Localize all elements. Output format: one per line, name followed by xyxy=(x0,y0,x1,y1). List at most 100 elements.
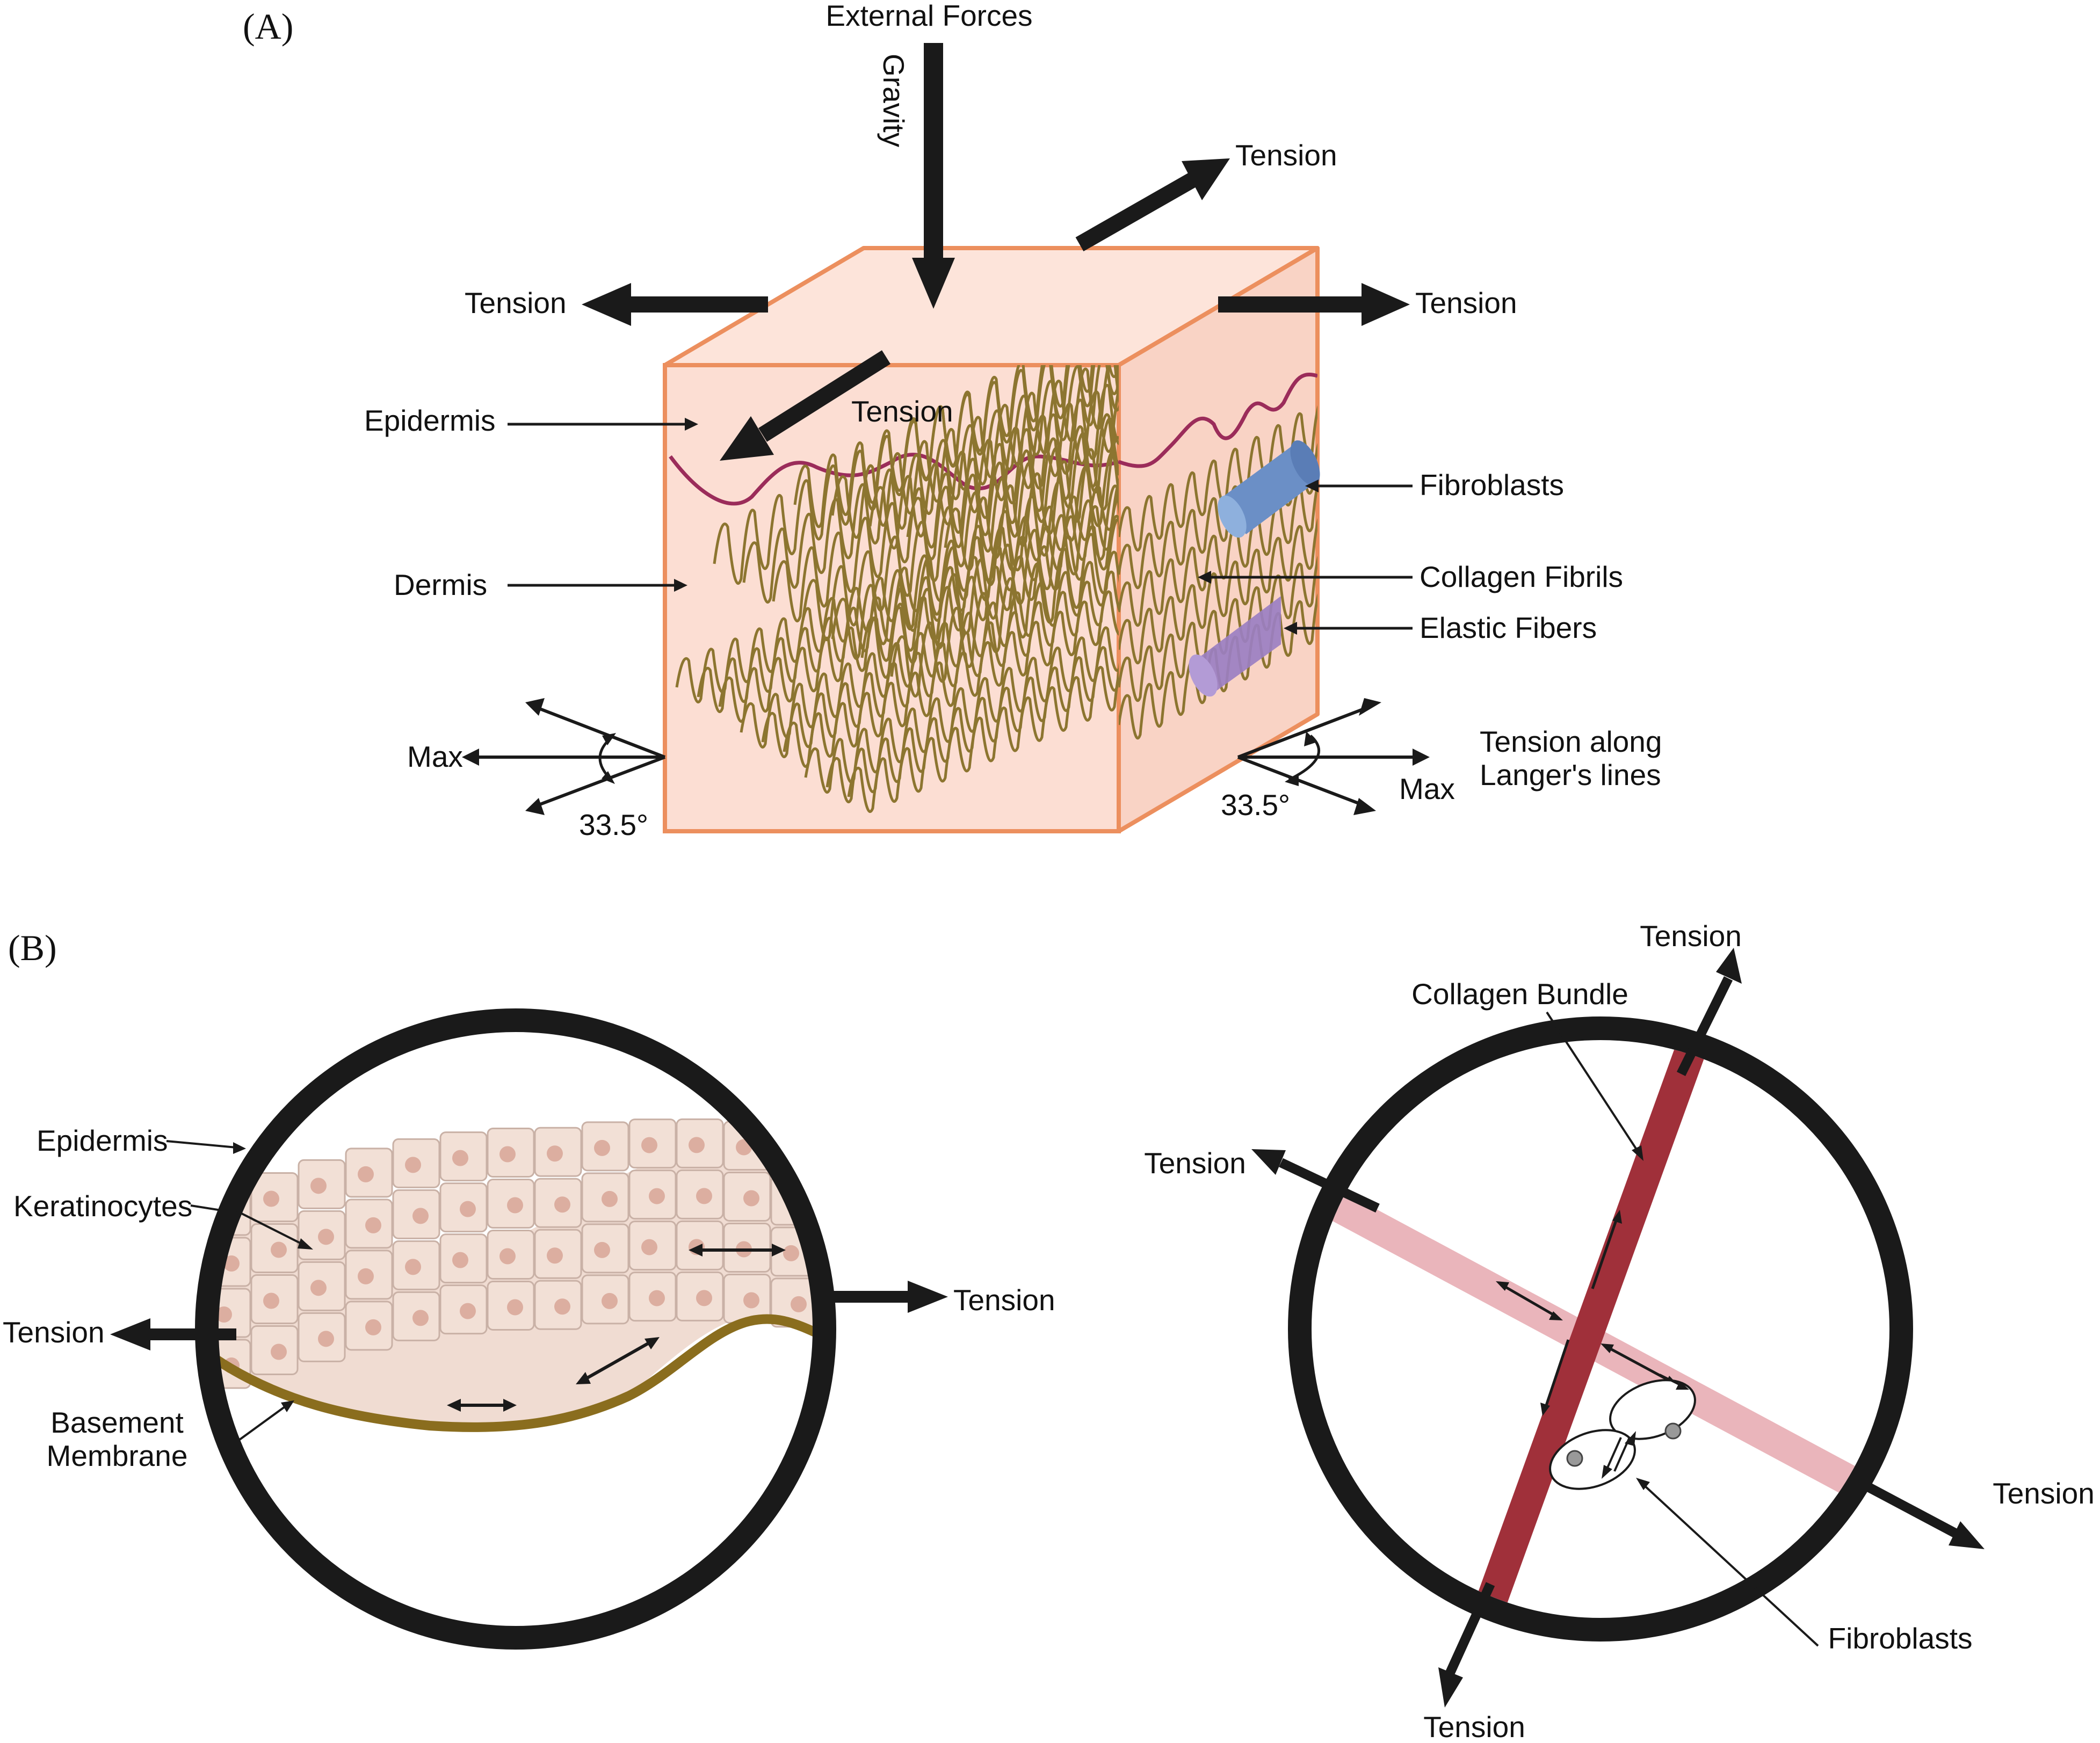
keratinocyte-nucleus xyxy=(310,1280,327,1296)
elastic-fibers-label: Elastic Fibers xyxy=(1420,611,1597,644)
panel-a-label: (A) xyxy=(243,6,293,47)
collagen-fibril xyxy=(831,365,1119,539)
collagen-bundle-dark xyxy=(1459,1040,1720,1618)
keratinocyte-nucleus xyxy=(223,1255,240,1272)
keratinocyte-nucleus xyxy=(318,1331,334,1347)
keratinocyte-nucleus xyxy=(412,1208,429,1224)
keratinocyte-nucleus xyxy=(602,1190,618,1207)
max-right-label: Max xyxy=(1399,772,1455,805)
tension-arrow-top-right-head xyxy=(1182,158,1230,200)
fibroblast-cells xyxy=(1549,1374,1696,1490)
dermis-tension-bottom-label: Tension xyxy=(1423,1710,1525,1743)
epidermis-label: Epidermis xyxy=(364,404,496,437)
langer-arrows-right xyxy=(1237,698,1430,815)
keratinocyte-nucleus xyxy=(318,1229,334,1245)
keratinocyte-nucleus xyxy=(263,1292,279,1309)
dermis-tension-left-label: Tension xyxy=(1144,1146,1246,1180)
keratinocyte-nucleus xyxy=(365,1217,381,1233)
keratinocyte-nucleus xyxy=(507,1197,523,1214)
epidermis-tension-left-label: Tension xyxy=(3,1316,105,1349)
langer-label-line2: Langer's lines xyxy=(1480,758,1661,791)
keratinocyte-nucleus xyxy=(689,1137,705,1153)
max-left-label: Max xyxy=(407,740,463,773)
keratinocyte xyxy=(819,1130,865,1179)
keratinocyte xyxy=(819,1181,865,1230)
angle-right-label: 33.5° xyxy=(1221,788,1290,822)
collagen-fibril xyxy=(793,365,1119,528)
keratinocyte-nucleus xyxy=(554,1298,570,1315)
collagen-fibril xyxy=(1119,476,1317,627)
keratinocyte-nucleus xyxy=(783,1245,799,1261)
gravity-arrow-head xyxy=(912,258,955,309)
keratinocyte-nucleus xyxy=(594,1241,610,1258)
keratinocyte-nucleus xyxy=(358,1268,374,1284)
tension-arrow-left-head xyxy=(582,283,631,326)
keratinocyte-nucleus xyxy=(649,1290,665,1306)
cell-strain-arrows xyxy=(447,1244,786,1412)
keratinocyte-cells xyxy=(218,1118,865,1389)
keratinocyte-nucleus xyxy=(649,1188,665,1204)
panel-a: (A) xyxy=(243,0,1662,841)
collagen-fibril xyxy=(944,436,1119,571)
collagen-fibrils-front xyxy=(675,365,1119,813)
keratinocyte-nucleus xyxy=(412,1310,429,1326)
keratinocyte-nucleus xyxy=(405,1157,421,1173)
keratinocyte-nucleus xyxy=(838,1301,854,1317)
keratinocyte-nucleus xyxy=(547,1145,563,1162)
epidermis-tension-arrows xyxy=(110,1281,948,1350)
keratinocyte-nucleus xyxy=(460,1303,476,1319)
skin-block xyxy=(663,246,1320,833)
keratinocyte-nucleus xyxy=(594,1139,610,1156)
dermis-magnify-circle xyxy=(1288,1016,1913,1642)
basement-membrane xyxy=(218,1314,814,1432)
basement-label-line1: Basement xyxy=(50,1406,184,1439)
dermis-magnified: Tension Collagen Bundle Tension Tension … xyxy=(1144,919,2095,1743)
collagen-fibril xyxy=(906,413,1119,561)
tension-left-label: Tension xyxy=(465,286,567,319)
keratinocyte-nucleus xyxy=(830,1250,846,1266)
keratinocyte-nucleus xyxy=(310,1178,327,1194)
keratinocyte-nucleus xyxy=(641,1137,657,1153)
keratinocyte-nucleus xyxy=(554,1196,570,1213)
keratinocyte-nucleus xyxy=(743,1292,759,1309)
keratinocyte-nucleus xyxy=(365,1319,381,1335)
skin-block-front-face xyxy=(663,363,1121,833)
basement-label-line2: Membrane xyxy=(47,1439,188,1472)
keratinocyte-nucleus xyxy=(271,1241,287,1258)
collagen-fibril xyxy=(1119,589,1317,740)
panel-b-label: (B) xyxy=(8,927,57,968)
keratinocyte-nucleus xyxy=(696,1188,712,1204)
keratinocyte-nucleus xyxy=(838,1199,854,1215)
keratinocyte-nucleus xyxy=(696,1290,712,1306)
fibroblasts-label: Fibroblasts xyxy=(1420,468,1564,502)
fibroblast-cylinder xyxy=(1218,440,1320,538)
dermis-tension-top-label: Tension xyxy=(1640,919,1742,953)
tension-arrow-front-head xyxy=(720,416,774,461)
keratinocyte-nucleus xyxy=(791,1296,807,1312)
keratinocyte-nucleus xyxy=(602,1292,618,1309)
keratinocyte-nucleus xyxy=(641,1239,657,1255)
dermis-tension-right-label: Tension xyxy=(1993,1477,2095,1510)
collagen-fibril xyxy=(860,484,1119,679)
epidermis-b-label: Epidermis xyxy=(37,1124,168,1157)
epidermis-tension-right-label: Tension xyxy=(953,1283,1055,1317)
keratinocyte-nucleus xyxy=(830,1148,846,1164)
keratinocyte-nucleus xyxy=(358,1166,374,1182)
keratinocyte-nucleus xyxy=(405,1259,421,1275)
dermis-label: Dermis xyxy=(394,568,487,601)
keratinocyte-nucleus xyxy=(507,1299,523,1316)
epidermis-magnified: Epidermis Keratinocytes Tension Tension … xyxy=(3,1008,1055,1650)
tension-front-label: Tension xyxy=(851,395,953,428)
dermis-tension-arrows xyxy=(1251,948,1985,1708)
collagen-fibril xyxy=(1119,513,1317,665)
langer-label-line1: Tension along xyxy=(1480,725,1662,758)
keratinocyte-nucleus xyxy=(452,1150,468,1166)
collagen-fibril xyxy=(831,451,1119,660)
collagen-fibril xyxy=(890,518,1119,698)
keratinocyte-nucleus xyxy=(218,1306,232,1323)
keratinocytes-label: Keratinocytes xyxy=(13,1189,192,1223)
collagen-fibril xyxy=(742,365,1119,604)
external-forces-label: External Forces xyxy=(825,0,1032,32)
epidermis-wave-side xyxy=(1119,372,1317,468)
panel-a-leaders xyxy=(508,418,1413,635)
